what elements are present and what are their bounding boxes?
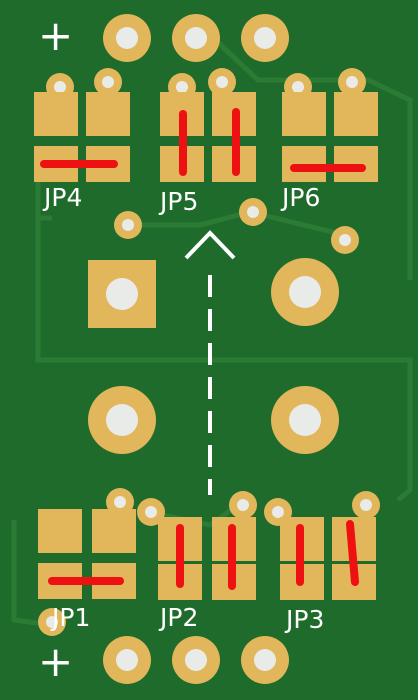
small-vias	[38, 198, 359, 636]
jp3-via-1-drill	[272, 506, 284, 518]
round-pad-left-bottom-drill	[106, 404, 138, 436]
plus-sign-top: +	[38, 11, 73, 60]
via-bottom-left-drill	[46, 616, 58, 628]
via-right-drill	[339, 234, 351, 246]
jp6-via-1-drill	[292, 81, 304, 93]
jp1-via-drill	[114, 496, 126, 508]
square-pad-drill	[106, 278, 138, 310]
bottom-pad-1-drill	[116, 649, 138, 671]
top-pad-1-drill	[116, 27, 138, 49]
jp1-pad-tl	[38, 509, 82, 553]
top-pad-2-drill	[185, 27, 207, 49]
bottom-pad-3-drill	[254, 649, 276, 671]
jp4-pad-tr	[86, 92, 130, 136]
jp6-label: JP6	[280, 183, 320, 212]
via-left-drill	[122, 219, 134, 231]
arrow-head	[184, 230, 236, 260]
bottom-connector-pads	[103, 636, 289, 684]
jumper-jp2: JP2	[137, 491, 257, 632]
jp3-via-2-drill	[360, 499, 372, 511]
jp4-via-1-drill	[54, 81, 66, 93]
jumper-jp1: JP1	[38, 488, 136, 632]
jp1-label: JP1	[50, 603, 90, 632]
jp2-via-1-drill	[145, 506, 157, 518]
top-connector-pads	[103, 14, 289, 62]
copper-traces	[11, 33, 413, 628]
bottom-pad-2-drill	[185, 649, 207, 671]
jp5-via-2-drill	[216, 76, 228, 88]
jumper-jp4: JP4	[34, 68, 130, 212]
jp3-bridge-right	[346, 520, 359, 586]
via-center-drill	[247, 206, 259, 218]
direction-arrow	[184, 230, 236, 495]
round-pad-right-top-drill	[289, 276, 321, 308]
jumper-jp6: JP6	[280, 68, 378, 212]
jp4-pad-tl	[34, 92, 78, 136]
jumper-jp3: JP3	[264, 491, 380, 634]
jp3-label: JP3	[284, 605, 324, 634]
jp1-pad-tr	[92, 509, 136, 553]
large-pads	[88, 258, 339, 454]
round-pad-right-bottom-drill	[289, 404, 321, 436]
jp6-pad-tr	[334, 92, 378, 136]
jumper-jp5: JP5	[158, 68, 256, 216]
jp2-via-2-drill	[237, 499, 249, 511]
jp6-via-2-drill	[346, 76, 358, 88]
plus-sign-bottom: +	[38, 637, 73, 686]
jp5-label: JP5	[158, 187, 198, 216]
jp6-pad-tl	[282, 92, 326, 136]
jp5-via-1-drill	[176, 81, 188, 93]
jp4-label: JP4	[42, 183, 82, 212]
jp4-via-2-drill	[102, 76, 114, 88]
jp2-label: JP2	[158, 603, 198, 632]
top-pad-3-drill	[254, 27, 276, 49]
